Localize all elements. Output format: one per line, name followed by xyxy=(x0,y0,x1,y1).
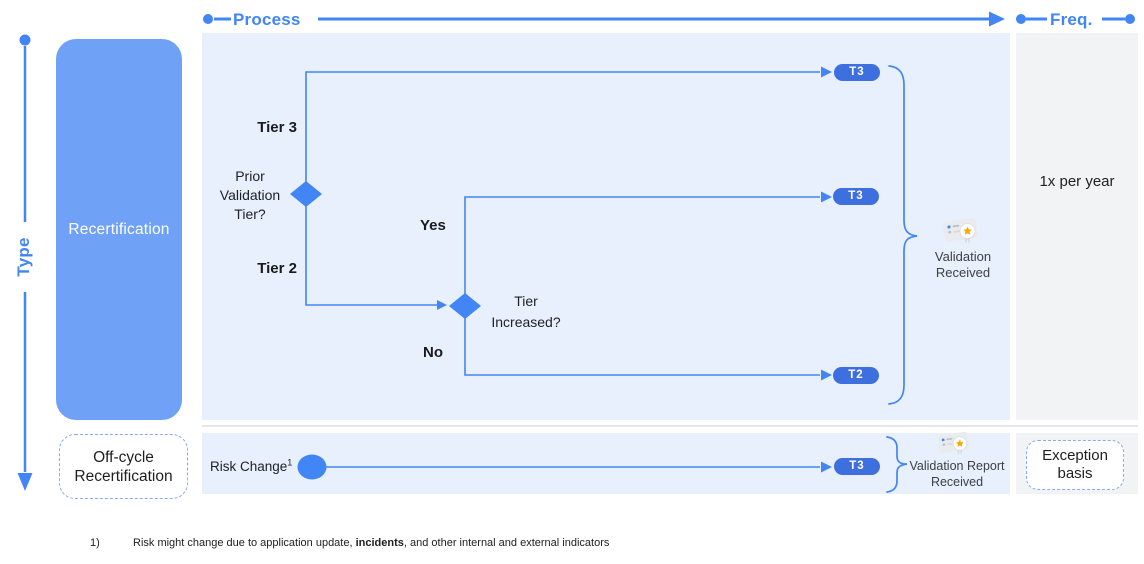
outcome-validation-received: Validation Received xyxy=(934,249,992,280)
risk-change-text: Risk Change xyxy=(210,459,288,474)
offcycle-row-box: Off-cycle Recertification xyxy=(59,434,188,499)
branch-label-tier2: Tier 2 xyxy=(257,260,297,277)
certificate-report-icon xyxy=(936,430,972,457)
branch-label-yes: Yes xyxy=(420,217,446,234)
type-axis-arrowhead-icon xyxy=(17,473,33,491)
result-pill-t3-top: T3 xyxy=(834,64,880,81)
risk-change-footnote-ref: 1 xyxy=(287,457,293,468)
footnote-text-bold: incidents xyxy=(355,537,404,549)
type-axis-label: Type xyxy=(14,237,33,277)
result-pill-t3-yes: T3 xyxy=(833,188,879,205)
footnote-text: Risk might change due to application upd… xyxy=(133,537,693,549)
result-pill-t3-offcycle: T3 xyxy=(834,458,880,475)
decision-label-prior-tier: Prior Validation Tier? xyxy=(219,168,281,222)
process-axis-arrowhead-icon xyxy=(989,11,1005,27)
footnote-text-pre: Risk might change due to application upd… xyxy=(133,537,356,549)
award-star-icon xyxy=(955,439,964,447)
frequency-offcycle-label: Exception basis xyxy=(1042,447,1108,482)
process-axis-label: Process xyxy=(233,10,301,29)
branch-label-tier3: Tier 3 xyxy=(257,119,297,136)
certificate-icon xyxy=(941,216,981,246)
row-separator xyxy=(202,425,1138,427)
decision-label-tier-increased: Tier Increased? xyxy=(491,293,561,330)
outcome-validation-report-received: Validation Report Received xyxy=(909,459,1005,489)
freq-axis-end-dot xyxy=(1125,14,1135,24)
footnote-text-post: , and other internal and external indica… xyxy=(403,537,610,549)
freq-axis-label: Freq. xyxy=(1050,10,1093,29)
recertification-row-box: Recertification xyxy=(56,39,182,420)
risk-change-label: Risk Change1 xyxy=(210,457,293,474)
frequency-recertification: 1x per year xyxy=(1039,173,1115,190)
process-axis-start-dot xyxy=(203,14,213,24)
recertification-row-label: Recertification xyxy=(68,220,170,238)
offcycle-row-label: Off-cycle Recertification xyxy=(74,448,173,485)
freq-axis-start-dot xyxy=(1016,14,1026,24)
award-star-icon xyxy=(963,226,972,235)
branch-label-no: No xyxy=(423,344,443,361)
type-axis-start-dot xyxy=(19,34,31,46)
footnote-marker: 1) xyxy=(90,537,100,549)
process-panel-recertification xyxy=(202,33,1010,420)
frequency-offcycle-box: Exception basis xyxy=(1026,440,1124,490)
result-pill-t2-no: T2 xyxy=(833,367,879,384)
process-panel-offcycle xyxy=(202,433,1010,494)
freq-panel-recertification xyxy=(1016,33,1138,420)
